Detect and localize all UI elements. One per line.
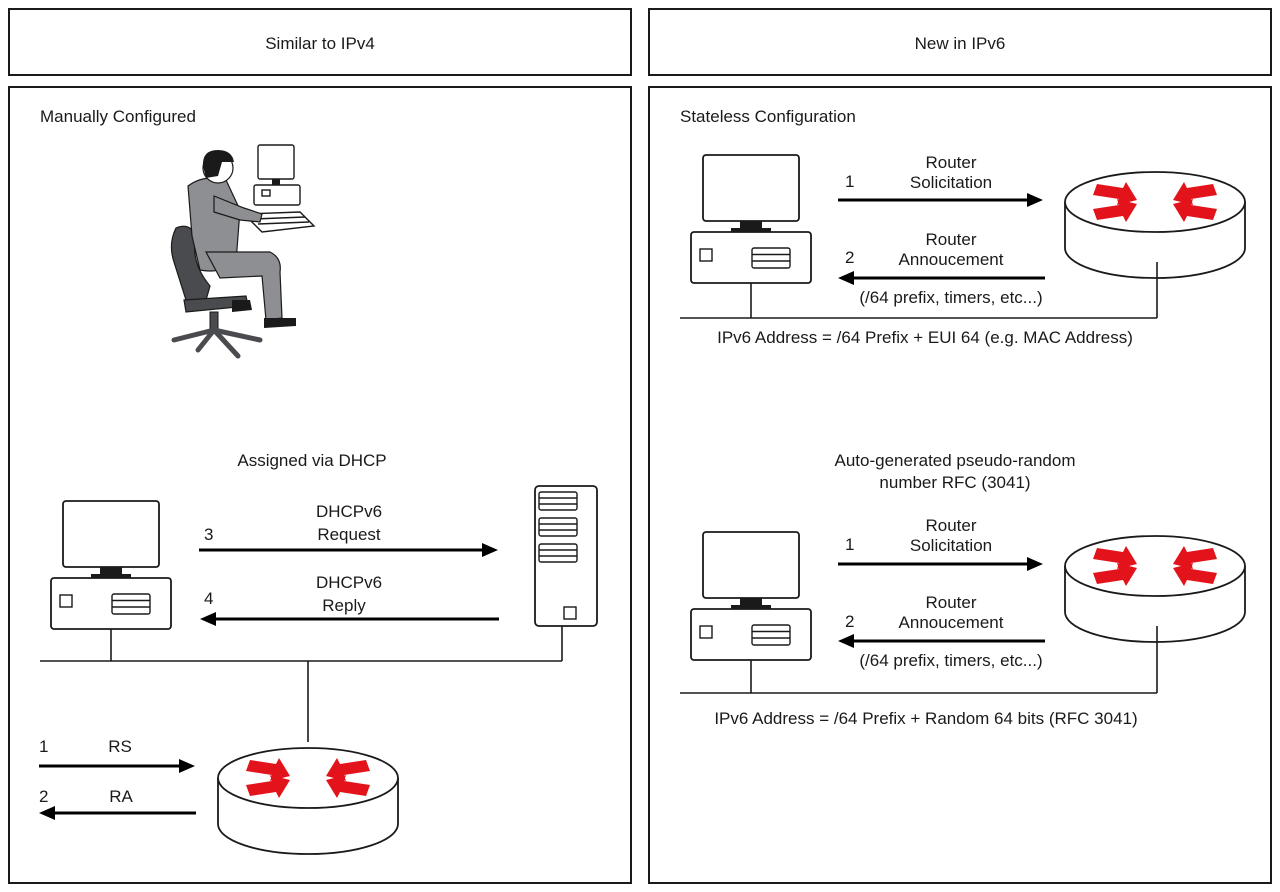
random-announcement-arrow bbox=[838, 634, 1045, 648]
stateless-solicitation-line1: Router bbox=[925, 153, 976, 172]
computer-icon bbox=[690, 531, 812, 661]
dhcp-step4-number: 4 bbox=[204, 589, 213, 608]
stateless-announcement-note: (/64 prefix, timers, etc...) bbox=[859, 288, 1042, 307]
random-title-line1: Auto-generated pseudo-random bbox=[835, 451, 1076, 470]
random-title-line2: number RFC (3041) bbox=[879, 473, 1030, 492]
server-icon bbox=[534, 485, 598, 627]
stateless-address-formula: IPv6 Address = /64 Prefix + EUI 64 (e.g.… bbox=[717, 328, 1133, 347]
rs-label: RS bbox=[108, 737, 132, 756]
left-header-title: Similar to IPv4 bbox=[265, 34, 375, 53]
random-solicitation-line1: Router bbox=[925, 516, 976, 535]
random-announcement-line2: Annoucement bbox=[899, 613, 1004, 632]
left-header-box bbox=[8, 8, 632, 76]
random-lan-wire bbox=[680, 626, 1158, 694]
dhcp-request-line1: DHCPv6 bbox=[316, 502, 382, 521]
stateless-lan-wire bbox=[680, 262, 1158, 319]
stateless-announcement-arrow bbox=[838, 271, 1045, 285]
router-icon bbox=[1064, 171, 1246, 279]
random-step1-number: 1 bbox=[845, 535, 854, 554]
rs-number: 1 bbox=[39, 737, 48, 756]
stateless-announcement-line1: Router bbox=[925, 230, 976, 249]
random-announcement-note: (/64 prefix, timers, etc...) bbox=[859, 651, 1042, 670]
right-header-box bbox=[648, 8, 1272, 76]
random-address-formula: IPv6 Address = /64 Prefix + Random 64 bi… bbox=[714, 709, 1137, 728]
rs-arrow bbox=[39, 759, 195, 773]
dhcp-title: Assigned via DHCP bbox=[237, 451, 386, 470]
stateless-announcement-line2: Annoucement bbox=[899, 250, 1004, 269]
random-step2-number: 2 bbox=[845, 612, 854, 631]
stateless-step2-number: 2 bbox=[845, 248, 854, 267]
router-icon bbox=[217, 747, 399, 855]
manual-config-title: Manually Configured bbox=[40, 107, 196, 126]
dhcp-step3-number: 3 bbox=[204, 525, 213, 544]
dhcp-reply-line1: DHCPv6 bbox=[316, 573, 382, 592]
stateless-solicitation-line2: Solicitation bbox=[910, 173, 992, 192]
random-solicitation-arrow bbox=[838, 557, 1043, 571]
right-header-title: New in IPv6 bbox=[915, 34, 1006, 53]
person-at-workstation-icon bbox=[170, 144, 316, 359]
computer-icon bbox=[50, 500, 172, 630]
random-announcement-line1: Router bbox=[925, 593, 976, 612]
computer-icon bbox=[690, 154, 812, 284]
ra-label: RA bbox=[109, 787, 133, 806]
dhcp-request-arrow bbox=[199, 543, 498, 557]
dhcp-reply-line2: Reply bbox=[322, 596, 366, 615]
random-solicitation-line2: Solicitation bbox=[910, 536, 992, 555]
stateless-step1-number: 1 bbox=[845, 172, 854, 191]
router-icon bbox=[1064, 535, 1246, 643]
ra-arrow bbox=[39, 806, 196, 820]
stateless-title: Stateless Configuration bbox=[680, 107, 856, 126]
left-panel bbox=[8, 86, 632, 884]
dhcp-reply-arrow bbox=[200, 612, 499, 626]
lan-bus bbox=[40, 626, 563, 742]
dhcp-request-line2: Request bbox=[317, 525, 381, 544]
ra-number: 2 bbox=[39, 787, 48, 806]
stateless-solicitation-arrow bbox=[838, 193, 1043, 207]
